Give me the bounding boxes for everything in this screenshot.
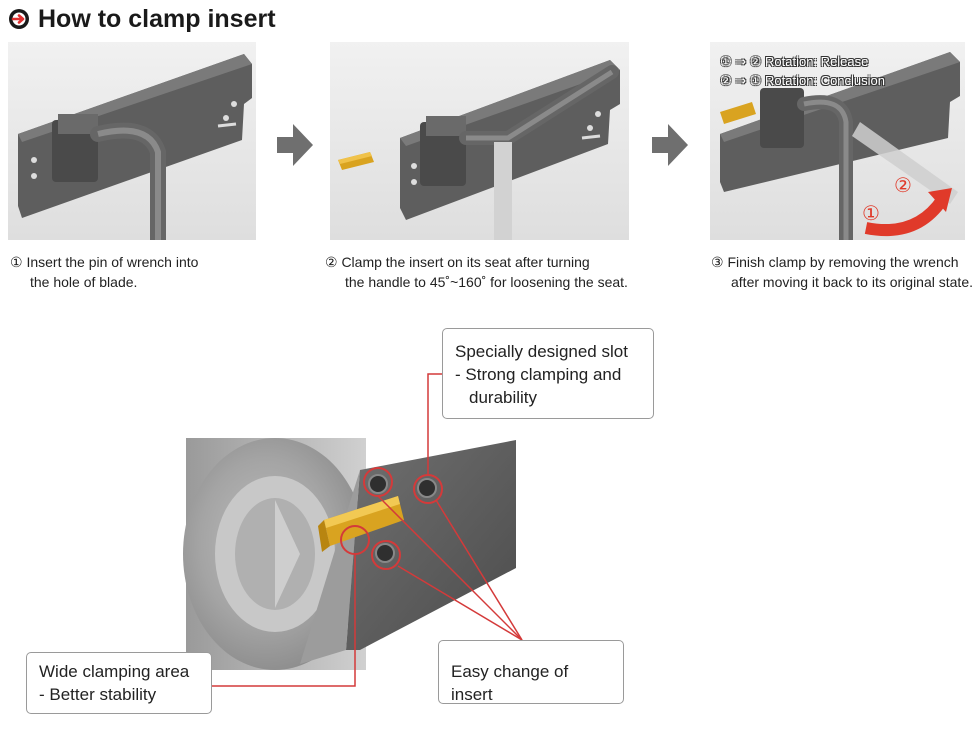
callout-slot-title: Specially designed slot (455, 342, 628, 361)
step-1-image (8, 42, 256, 240)
rotation-note: ① ⇒ ② Rotation: Release ② ⇒ ① Rotation: … (720, 52, 885, 90)
rotation-marker-2: ② (894, 175, 912, 197)
circled-arrow-icon (9, 9, 29, 29)
step-1-caption: ① Insert the pin of wrench into the hole… (10, 252, 198, 292)
callout-slot-line1: - Strong clamping and (455, 365, 622, 384)
step-2-caption-line1: ② Clamp the insert on its seat after tur… (325, 254, 590, 270)
step-2-caption-line2: the handle to 45˚~160˚ for loosening the… (345, 274, 628, 290)
step-2-image (330, 42, 629, 240)
next-step-arrow-icon (652, 124, 688, 166)
rotation-conclusion-text: ② ⇒ ① Rotation: Conclusion (720, 73, 885, 88)
step-3-caption-line2: after moving it back to its original sta… (731, 274, 973, 290)
rotation-marker-1: ① (862, 203, 880, 225)
blade-detail-illustration (183, 373, 523, 687)
section-header: How to clamp insert (8, 4, 276, 34)
step-3-caption-line1: ③ Finish clamp by removing the wrench (711, 254, 959, 270)
callout-slot-line2: durability (469, 388, 538, 407)
callout-clamping-title: Wide clamping area (39, 662, 190, 681)
page-title: How to clamp insert (38, 4, 276, 33)
step-1-caption-line2: the hole of blade. (30, 274, 138, 290)
callout-change-title: Easy change of insert (451, 662, 569, 704)
step-3-caption: ③ Finish clamp by removing the wrench af… (711, 252, 973, 292)
callout-clamping-line1: - Better stability (39, 685, 157, 704)
callout-easy-change-of-insert: Easy change of insert (438, 640, 624, 704)
step-3-image: ① ② (710, 42, 965, 240)
step-1-caption-line1: ① Insert the pin of wrench into (10, 254, 199, 270)
step-2-caption: ② Clamp the insert on its seat after tur… (325, 252, 628, 292)
next-step-arrow-icon (277, 124, 313, 166)
rotation-release-text: ① ⇒ ② Rotation: Release (720, 54, 869, 69)
callout-specially-designed-slot: Specially designed slot - Strong clampin… (442, 328, 654, 419)
callout-wide-clamping-area: Wide clamping area - Better stability (26, 652, 212, 714)
